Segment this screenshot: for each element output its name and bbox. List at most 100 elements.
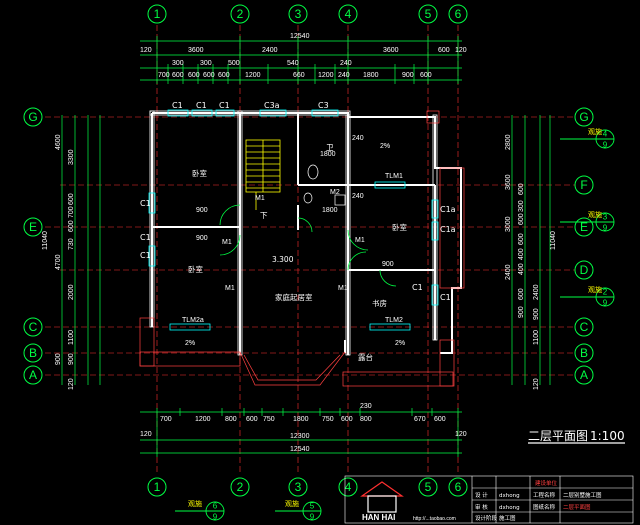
- dim-right-1: 3600: [505, 174, 512, 190]
- detail-b1-label: 观施: [188, 499, 202, 508]
- detail-r3-top: 2: [603, 288, 608, 297]
- dim-left-0: 4600: [55, 134, 62, 150]
- dim-right-7: 400: [518, 248, 525, 260]
- axis-right-label-1: F: [580, 178, 587, 192]
- win-c1-c: C1: [219, 101, 230, 110]
- dim-top-r4-4: 600: [218, 72, 230, 79]
- tb-r1-c0: 审 核: [475, 503, 488, 511]
- small-dim-900c: 900: [382, 261, 394, 268]
- door-m1-b: M1: [222, 239, 232, 246]
- dim-bottom-end-left: 120: [140, 431, 152, 438]
- dim-bottom-end-right: 120: [455, 431, 467, 438]
- tb-r0-c1: dxhong: [499, 493, 520, 499]
- dim-left-12: 120: [68, 378, 75, 390]
- dim-left-5: 730: [68, 238, 75, 250]
- dim-right-9: 400: [518, 263, 525, 275]
- tb-r1-c1: dxhong: [499, 505, 520, 511]
- slope-1: 2%: [380, 143, 390, 150]
- door-m1-e: M1: [225, 285, 235, 292]
- windows: [148, 109, 439, 331]
- win-side-1: C1: [140, 199, 151, 208]
- win-side-7: C1: [440, 293, 451, 302]
- dim-top-r2-2: 3600: [383, 47, 399, 54]
- dim-top-overall: 12540: [290, 33, 310, 40]
- dim-right-10: 900: [518, 306, 525, 318]
- dim-top-r4-11: 600: [420, 72, 432, 79]
- dimension-lines: [61, 36, 551, 457]
- dim-left-11: 900: [55, 353, 62, 365]
- axis-top-label-1: 1: [154, 7, 161, 21]
- win-c1-b: C1: [196, 101, 207, 110]
- axis-top-label-2: 2: [237, 7, 244, 21]
- detail-r1-label: 观施: [588, 127, 602, 136]
- dim-bottom-r1-10: 600: [434, 416, 446, 423]
- dim-bottom-r1-7: 600: [341, 416, 353, 423]
- tb-r0-c2: 工程名称: [533, 491, 556, 499]
- dim-right-2: 600: [518, 183, 525, 195]
- dim-right-5: 3000: [505, 216, 512, 232]
- dim-left-3: 700: [68, 206, 75, 218]
- stair: [245, 139, 281, 210]
- door-swings: [219, 204, 397, 287]
- axis-top-label-5: 5: [425, 7, 432, 21]
- detail-b2-bottom: 9: [310, 513, 315, 522]
- dim-top-r4-0: 700: [158, 72, 170, 79]
- axis-top-circle-4: [338, 4, 358, 24]
- room-bedroom-3: 卧室: [392, 222, 407, 232]
- dim-left-9: 11040: [42, 231, 49, 250]
- dim-bottom-r1-1: 1200: [195, 416, 211, 423]
- axis-right-circle-0: [574, 107, 594, 127]
- axis-right-label-3: D: [580, 263, 589, 277]
- axis-top-label-6: 6: [455, 7, 462, 21]
- win-side-5: C1a: [440, 205, 456, 214]
- axis-bottom-circle-6: [448, 477, 468, 497]
- detail-r1-bottom: 9: [603, 141, 608, 150]
- bathroom-fixtures: [303, 164, 346, 206]
- dim-top-r4-1: 600: [172, 72, 184, 79]
- url-text: http://...taobao.com: [413, 516, 456, 522]
- dim-bottom-r1-6: 750: [322, 416, 334, 423]
- axis-circles: [23, 4, 594, 497]
- door-m1-d: M1: [355, 237, 365, 244]
- win-c3: C3: [318, 101, 329, 110]
- dim-bottom-overall-2: 12540: [290, 446, 310, 453]
- axis-bottom-label-3: 3: [295, 480, 302, 494]
- dim-top-r3-3: 540: [287, 60, 299, 67]
- drawing-scale: 1:100: [590, 429, 625, 443]
- small-dim-900a: 900: [196, 207, 208, 214]
- axis-bottom-circle-3: [288, 477, 308, 497]
- detail-b2-top: 5: [310, 502, 315, 511]
- win-side-4: C1: [140, 233, 151, 242]
- detail-r3-bottom: 9: [603, 299, 608, 308]
- dim-top-r4-10: 900: [402, 72, 414, 79]
- axis-bottom-label-5: 5: [425, 480, 432, 494]
- axis-bottom-label-1: 1: [154, 480, 161, 494]
- axis-right-circle-5: [574, 343, 594, 363]
- axis-top-circle-3: [288, 4, 308, 24]
- small-dim-900b: 900: [196, 235, 208, 242]
- tb-header: 建设单位: [535, 479, 558, 487]
- dim-top-r3-2: 500: [228, 60, 240, 67]
- room-study: 书房: [372, 298, 387, 308]
- wall-edges: [149, 110, 438, 356]
- dim-top-r2-1: 2400: [262, 47, 278, 54]
- axis-bottom-circle-1: [147, 477, 167, 497]
- room-balcony: 露台: [358, 352, 373, 362]
- dim-top-r3-1: 300: [200, 60, 212, 67]
- dim-top-r4-6: 660: [293, 72, 305, 79]
- win-side-6: C1a: [440, 225, 456, 234]
- door-m2: M2: [330, 189, 340, 196]
- logo-house-icon: [360, 481, 404, 513]
- win-c1-a: C1: [172, 101, 183, 110]
- dim-top-r4-3: 600: [203, 72, 215, 79]
- dim-left-7: 2000: [68, 284, 75, 300]
- axis-left-label-2: C: [29, 320, 38, 334]
- dim-left-4: 600: [68, 220, 75, 232]
- small-dim-1800a: 1800: [320, 151, 336, 158]
- axis-right-circle-2: [574, 217, 594, 237]
- axis-top-circle-2: [230, 4, 250, 24]
- win-side-2: C1: [140, 251, 151, 260]
- dim-right-0: 2800: [505, 134, 512, 150]
